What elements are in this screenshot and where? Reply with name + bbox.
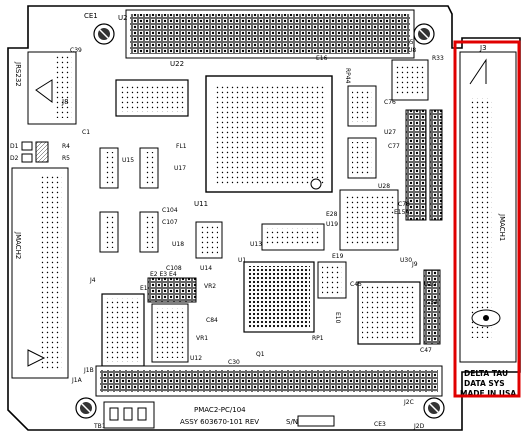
label-e28: E28 bbox=[326, 211, 338, 218]
label-e15a: E15A bbox=[394, 209, 410, 216]
label-j4: J4 bbox=[89, 277, 96, 284]
label-u12: U12 bbox=[190, 355, 202, 362]
label-u11: U11 bbox=[194, 200, 208, 208]
label-rp44: RP44 bbox=[344, 68, 351, 84]
label-c107: C107 bbox=[162, 219, 178, 226]
mounting-hole-top-right bbox=[413, 23, 435, 45]
label-vr1: VR1 bbox=[196, 335, 208, 342]
header-top bbox=[125, 9, 415, 59]
label-vr2: VR2 bbox=[204, 283, 216, 290]
label-u30: U30 bbox=[400, 257, 412, 264]
label-u22: U22 bbox=[170, 60, 184, 68]
label-u17: U17 bbox=[174, 165, 186, 172]
label-r5: R5 bbox=[62, 155, 70, 162]
label-d2: D2 bbox=[10, 155, 19, 162]
label-c104: C104 bbox=[162, 207, 178, 214]
label-jrs232: JRS232 bbox=[14, 61, 22, 87]
label-e16: E16 bbox=[316, 55, 328, 62]
label-c34: C34 bbox=[426, 299, 438, 306]
maker-line-2: DATA SYS bbox=[464, 379, 505, 388]
mounting-hole-top-left bbox=[93, 23, 115, 45]
maker-line-1: DELTA TAU bbox=[464, 369, 508, 378]
label-u13: U13 bbox=[250, 241, 262, 248]
label-c45: C45 bbox=[350, 281, 362, 288]
mounting-hole-bottom-left bbox=[75, 397, 97, 419]
label-r33: R33 bbox=[432, 55, 444, 62]
label-u27: U27 bbox=[384, 129, 396, 136]
label-c47: C47 bbox=[420, 347, 432, 354]
label-u28: U28 bbox=[378, 183, 390, 190]
label-u14: U14 bbox=[200, 265, 212, 272]
label-u19: U19 bbox=[326, 221, 338, 228]
label-j2d: J2D bbox=[413, 423, 425, 430]
label-c77: C77 bbox=[388, 143, 400, 150]
label-j1a: J1A bbox=[71, 377, 83, 384]
right-cluster bbox=[339, 59, 443, 251]
mounting-hole-bottom-right bbox=[423, 397, 445, 419]
label-r4: R4 bbox=[62, 143, 70, 150]
board-sn-label: S/N bbox=[286, 418, 298, 426]
label-j3: J3 bbox=[479, 44, 487, 52]
label-c76: C76 bbox=[384, 99, 396, 106]
label-j9: J9 bbox=[411, 261, 418, 268]
label-c30: C30 bbox=[228, 359, 240, 366]
label-tb1: TB1 bbox=[93, 423, 106, 430]
label-c1: C1 bbox=[82, 129, 90, 136]
module-u10 bbox=[317, 261, 441, 345]
label-q1: Q1 bbox=[256, 351, 265, 358]
chip-u13 bbox=[261, 223, 325, 251]
label-j1b: J1B bbox=[83, 367, 94, 374]
label-u18: U18 bbox=[172, 241, 184, 248]
serial-number-box bbox=[297, 415, 335, 427]
diodes-d1-d2 bbox=[21, 141, 49, 163]
label-j5: J5 bbox=[407, 39, 414, 46]
highlight-box-jmach1 bbox=[453, 40, 521, 398]
label-e19: E19 bbox=[332, 253, 344, 260]
label-e2e3e4: E2 E3 E4 bbox=[150, 271, 177, 278]
label-j2c: J2C bbox=[403, 399, 414, 406]
label-jmach1: JMACH1 bbox=[498, 213, 506, 241]
label-c78: C78 bbox=[398, 201, 410, 208]
terminal-block-tb1 bbox=[103, 401, 155, 429]
connector-jrs232 bbox=[27, 51, 77, 125]
header-bottom bbox=[95, 365, 443, 397]
label-rp1: RP1 bbox=[312, 335, 324, 342]
connector-jmach2 bbox=[11, 167, 69, 379]
label-ce3: CE3 bbox=[374, 421, 386, 428]
board-assy-line: ASSY 603670-101 REV bbox=[180, 418, 259, 426]
label-u1: U1 bbox=[238, 257, 246, 264]
chip-u1-bga bbox=[243, 261, 315, 333]
chip-u22 bbox=[115, 79, 189, 117]
label-jmach2: JMACH2 bbox=[14, 231, 22, 259]
label-ce1: CE1 bbox=[84, 12, 98, 20]
board-model-line: PMAC2-PC/104 bbox=[194, 406, 246, 414]
jumper-block-e1 bbox=[147, 277, 197, 303]
chip-u11-qfp bbox=[205, 75, 333, 193]
label-j8: J8 bbox=[61, 98, 69, 106]
label-u2: U2 bbox=[118, 14, 128, 22]
label-e10: E10 bbox=[334, 312, 341, 324]
label-c84: C84 bbox=[206, 317, 218, 324]
label-u10: U10 bbox=[424, 281, 436, 288]
label-d1: D1 bbox=[10, 143, 19, 150]
label-u15: U15 bbox=[122, 157, 134, 164]
label-c39: C39 bbox=[70, 47, 82, 54]
label-fl1: FL1 bbox=[176, 143, 187, 150]
label-e1: E1 bbox=[140, 285, 148, 292]
label-u8: U8 bbox=[408, 47, 416, 54]
module-left-lower bbox=[101, 293, 189, 367]
connector-jmach1 bbox=[459, 51, 517, 363]
chip-column-left bbox=[99, 147, 159, 253]
label-c108: C108 bbox=[166, 265, 182, 272]
chip-u14 bbox=[195, 221, 223, 259]
maker-line-3: MADE IN USA bbox=[460, 389, 516, 398]
